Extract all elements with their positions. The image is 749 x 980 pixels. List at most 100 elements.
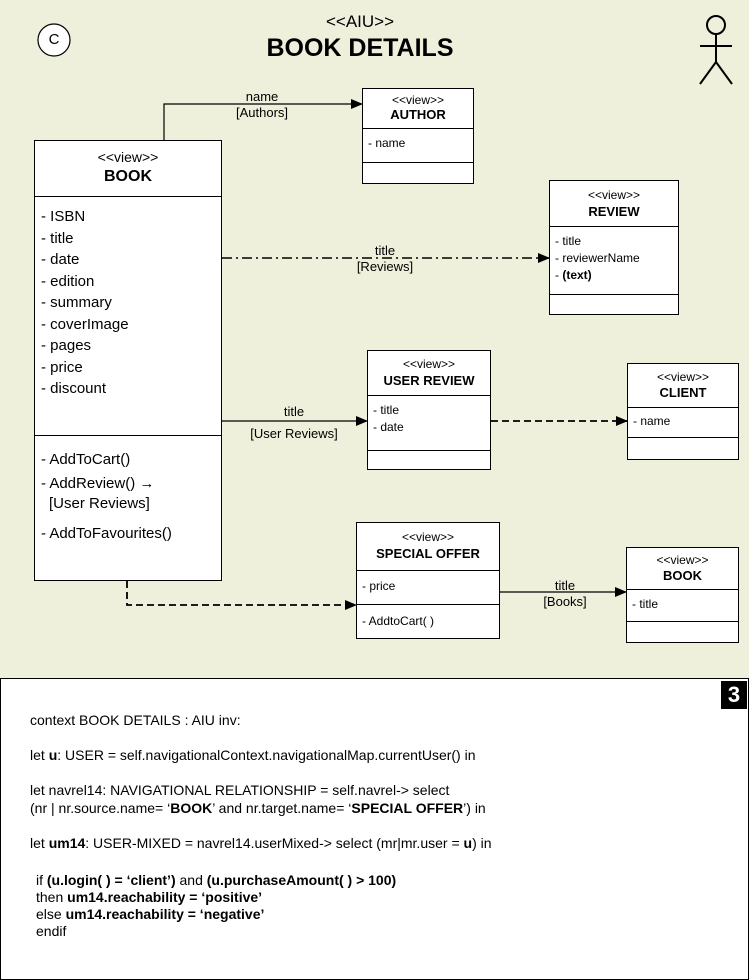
client-stereotype: <<view>> (656, 370, 710, 384)
ocl-text: ) in (472, 835, 492, 851)
author-view: <<view>> AUTHOR - name (362, 88, 474, 184)
client-attributes: - name (628, 408, 738, 438)
ocl-if-line: if (u.login( ) = ‘client’) and (u.purcha… (36, 872, 396, 889)
attribute: - name (633, 414, 671, 428)
ocl-bold: um14.reachability = ‘negative’ (65, 906, 265, 922)
client-view: <<view>> CLIENT - name (627, 363, 739, 460)
operation: [User Reviews] (49, 495, 150, 512)
ocl-bold: (u.login( ) = ‘client’) (46, 872, 176, 888)
attribute: - edition (41, 272, 95, 290)
ocl-text: : USER-MIXED = navrel14.userMixed-> sele… (85, 835, 464, 851)
special-offer-view: <<view>> SPECIAL OFFER - price - AddtoCa… (356, 522, 500, 639)
book-operations: - AddToCart() - AddReview() → [User Revi… (35, 436, 221, 550)
ocl-text: context BOOK DETAILS : AIU inv: (30, 712, 241, 728)
operation: - AddToCart() (41, 451, 131, 468)
attribute: - price (362, 579, 396, 593)
attribute: - ISBN (41, 208, 86, 225)
attribute: - summary (41, 294, 112, 311)
user-review-operations (368, 451, 490, 457)
link-name: name (245, 89, 279, 104)
user-reviews-link-label: title [User Reviews] (238, 404, 350, 442)
ocl-text: and (175, 872, 207, 888)
book-name: BOOK (104, 168, 152, 185)
link-name: title (283, 404, 305, 419)
author-name: AUTHOR (390, 107, 446, 122)
ocl-let-um14-line: let um14: USER-MIXED = navrel14.userMixe… (30, 835, 492, 852)
operation: - AddtoCart( ) (362, 614, 435, 628)
ocl-context-line: context BOOK DETAILS : AIU inv: (30, 712, 241, 729)
special-offer-link (126, 581, 357, 610)
user-review-stereotype: <<view>> (402, 357, 456, 371)
ocl-text: ’) in (463, 800, 486, 816)
special-offer-attributes: - price (357, 571, 499, 605)
attribute: - reviewerName (555, 251, 640, 265)
attribute: - date (373, 420, 404, 434)
ocl-bold: BOOK (170, 800, 213, 816)
special-offer-name: SPECIAL OFFER (376, 546, 480, 561)
book-stereotype: <<view>> (97, 149, 159, 165)
ocl-text: ’ and nr.target.name= ‘ (212, 800, 352, 816)
attribute-prefix: - (555, 268, 563, 282)
attribute: - title (373, 403, 400, 417)
link-name: title (374, 243, 396, 258)
link-target: [Reviews] (356, 259, 414, 274)
ocl-let-user-line: let u: USER = self.navigationalContext.n… (30, 747, 476, 764)
user-review-attributes: - title - date (368, 396, 490, 451)
attribute-bold: (text) (562, 268, 592, 282)
ocl-bold: u (463, 835, 473, 851)
review-view: <<view>> REVIEW - title - reviewerName -… (549, 180, 679, 315)
attribute: - discount (41, 380, 107, 397)
link-name: title (554, 578, 576, 593)
attribute: - date (41, 251, 80, 268)
ocl-text: if (36, 872, 47, 888)
attribute: - coverImage (41, 315, 129, 333)
authors-link (163, 99, 363, 140)
book2-stereotype: <<view>> (656, 553, 709, 567)
review-attributes: - title - reviewerName - (text) (550, 227, 678, 295)
ocl-endif-line: endif (36, 923, 66, 940)
attribute: - price (41, 358, 83, 376)
link-target: [Authors] (235, 105, 289, 120)
review-stereotype: <<view>> (587, 188, 641, 202)
context-circle (37, 23, 71, 57)
page-number-badge: 3 (721, 681, 747, 709)
review-name: REVIEW (588, 204, 640, 219)
ocl-text: then (36, 889, 68, 905)
attribute: - title (41, 229, 74, 247)
diagram-canvas: C <<AIU>> BOOK DETAILS <<view>> BOOK - I… (0, 0, 749, 679)
book2-view: <<view>> BOOK - title (626, 547, 739, 643)
link-target: [User Reviews] (250, 426, 338, 441)
book2-attributes: - title (627, 590, 738, 622)
page-title: BOOK DETAILS (266, 34, 454, 62)
ocl-text: let (30, 835, 49, 851)
book2-name: BOOK (663, 568, 702, 583)
actor-icon (699, 15, 733, 85)
attribute: - pages (41, 337, 92, 354)
ocl-text: let (30, 747, 49, 763)
operation: - AddReview() → (41, 475, 155, 492)
ocl-bold: um14 (48, 835, 86, 851)
client-name: CLIENT (659, 385, 707, 400)
attribute: - (text) (555, 267, 673, 284)
context-letter: C (48, 31, 60, 48)
aiu-stereotype: <<AIU>> (325, 12, 395, 31)
author-stereotype: <<view>> (391, 93, 445, 107)
client-operations (628, 438, 738, 444)
book-view: <<view>> BOOK - ISBN - title - date - ed… (34, 140, 222, 581)
user-review-name: USER REVIEW (383, 373, 475, 388)
author-attributes: - name (363, 129, 473, 163)
ocl-bold: (u.purchaseAmount( ) > 100) (206, 872, 397, 888)
special-offer-stereotype: <<view>> (401, 530, 455, 544)
ocl-text: else (36, 906, 66, 922)
review-operations (550, 295, 678, 301)
ocl-bold: u (48, 747, 58, 763)
reviews-link-label: title [Reviews] (345, 243, 425, 275)
book-attributes: - ISBN - title - date - edition - summar… (35, 197, 221, 436)
ocl-select-line: (nr | nr.source.name= ‘BOOK’ and nr.targ… (30, 800, 486, 817)
books-link-label: title [Books] (530, 578, 600, 610)
book2-operations (627, 622, 738, 628)
ocl-else-line: else um14.reachability = ‘negative’ (36, 906, 264, 923)
special-offer-operations: - AddtoCart( ) (357, 605, 499, 631)
ocl-then-line: then um14.reachability = ‘positive’ (36, 889, 262, 906)
authors-link-label: name [Authors] (222, 89, 302, 121)
